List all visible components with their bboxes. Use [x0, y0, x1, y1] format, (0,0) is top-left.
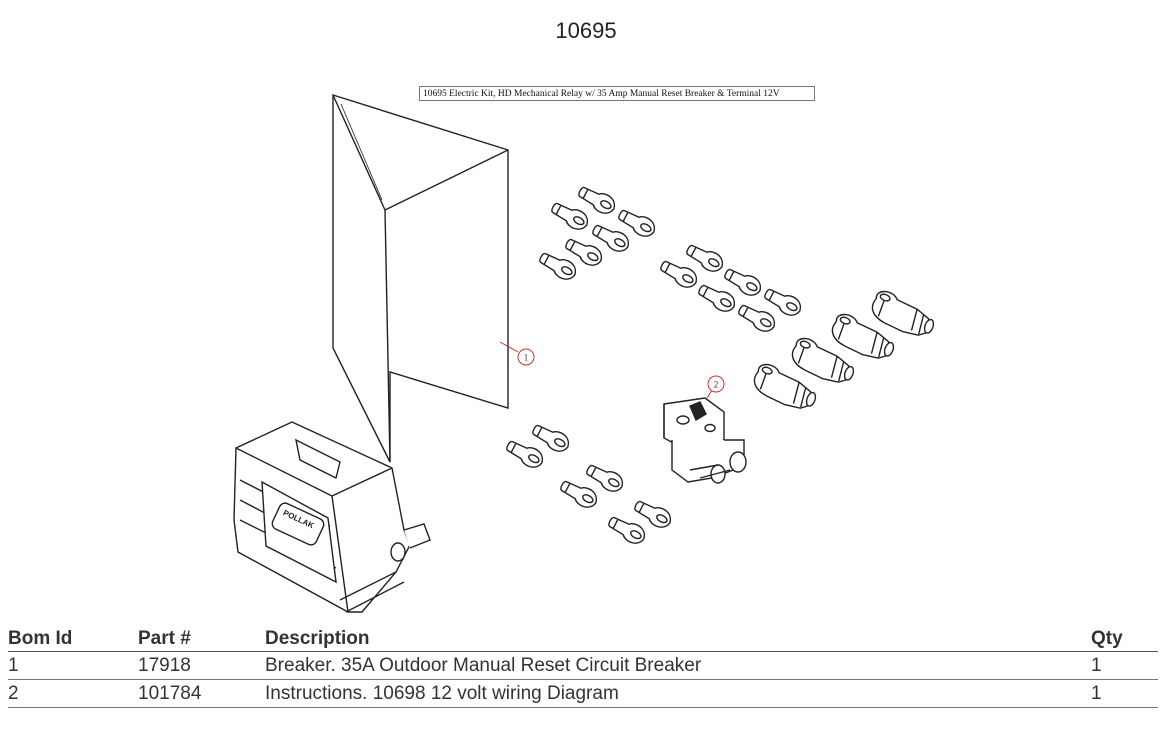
cell-bom-id: 2 — [8, 679, 138, 708]
instructions-sheet-illustration — [332, 94, 509, 463]
callout-2-label: 2 — [714, 380, 719, 390]
header-part: Part # — [138, 626, 265, 652]
header-qty: Qty — [1091, 626, 1158, 652]
callout-1 — [517, 348, 535, 366]
diagram-caption: 10695 Electric Kit, HD Mechanical Relay … — [419, 86, 815, 101]
table-row: 1 17918 Breaker. 35A Outdoor Manual Rese… — [8, 651, 1158, 680]
relay-illustration — [233, 421, 431, 613]
cell-description: Breaker. 35A Outdoor Manual Reset Circui… — [265, 651, 1091, 680]
bom-header-row: Bom Id Part # Description Qty — [8, 626, 1158, 652]
header-bom-id: Bom Id — [8, 626, 138, 652]
page-title: 10695 — [555, 18, 617, 43]
cell-part: 17918 — [138, 651, 265, 680]
cell-qty: 1 — [1091, 651, 1158, 680]
circuit-breaker-illustration — [663, 397, 747, 484]
cell-bom-id: 1 — [8, 651, 138, 680]
bom-table: Bom Id Part # Description Qty 1 17918 Br… — [8, 626, 1158, 708]
cell-qty: 1 — [1091, 679, 1158, 708]
callout-2 — [707, 375, 725, 393]
cell-part: 101784 — [138, 679, 265, 708]
exploded-parts-diagram: 1 2 — [233, 94, 940, 613]
callout-1-label: 1 — [524, 353, 529, 363]
cell-description: Instructions. 10698 12 volt wiring Diagr… — [265, 679, 1091, 708]
table-row: 2 101784 Instructions. 10698 12 volt wir… — [8, 679, 1158, 708]
header-description: Description — [265, 626, 1091, 652]
